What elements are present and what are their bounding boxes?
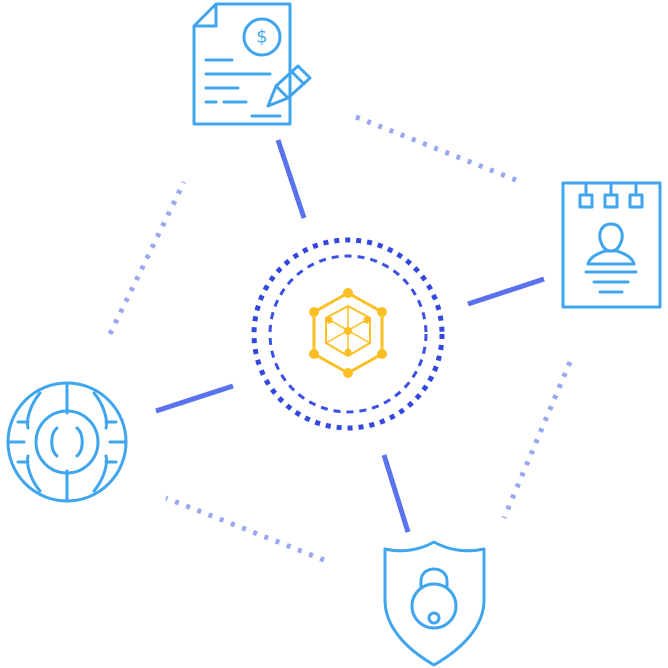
hub-outer-ring (251, 237, 445, 431)
blockchain-hexagon-icon (309, 288, 387, 378)
dollar-symbol: $ (256, 27, 267, 48)
invoice-contract-icon: $ (192, 2, 312, 126)
pencil-icon (266, 64, 312, 108)
id-card-icon (561, 181, 662, 309)
dotted-connector-globe-contract (107, 180, 187, 336)
central-hub (251, 237, 445, 431)
solid-connector-hub-security (381, 454, 411, 533)
hub-inner-ring (268, 254, 428, 414)
solid-connector-hub-globe (155, 383, 234, 414)
person-icon (586, 222, 636, 266)
dotted-connector-security-globe (165, 495, 325, 563)
dotted-connectors (107, 114, 573, 563)
solid-connectors (155, 139, 545, 533)
dotted-connector-contract-identity (355, 114, 517, 183)
solid-connector-hub-contract (275, 139, 307, 219)
dotted-connector-identity-security (501, 361, 573, 519)
globe-icon (6, 381, 128, 503)
solid-connector-hub-identity (467, 276, 545, 307)
shield-lock-icon (383, 540, 486, 667)
